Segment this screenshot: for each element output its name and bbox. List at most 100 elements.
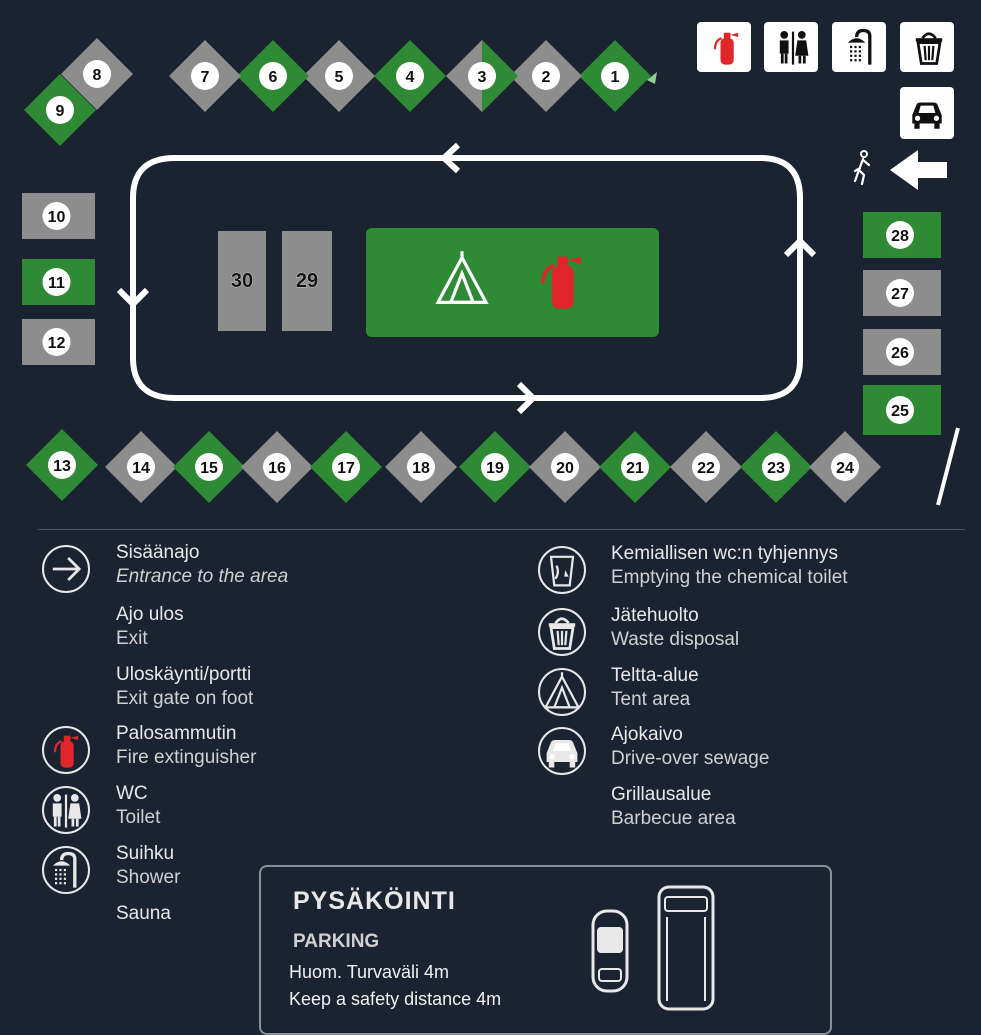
campsite-spot-13[interactable]: 13 [26, 429, 98, 501]
campsite-spot-6[interactable]: 6 [237, 40, 309, 112]
spot-label: 4 [406, 69, 415, 86]
pedestrian-icon [853, 150, 871, 186]
legend-label-fi: WC [116, 783, 148, 804]
campsite-spot-27[interactable]: 27 [863, 270, 941, 316]
campsite-spot-30[interactable]: 30 [218, 231, 266, 331]
campsite-spot-18[interactable]: 18 [385, 431, 457, 503]
campsite-spot-8[interactable]: 8 [61, 38, 133, 110]
legend-label-fi: Suihku [116, 843, 175, 864]
spot-label: 21 [626, 460, 644, 477]
campsite-spot-9[interactable]: 9 [24, 74, 96, 146]
arrow-right-icon [42, 545, 90, 593]
spot-label: 20 [556, 460, 574, 477]
tent-icon [538, 668, 586, 716]
spot-number-badge [621, 453, 649, 481]
spot-label: 7 [201, 69, 210, 86]
legend-label-fi: Kemiallisen wc:n tyhjennys [611, 543, 839, 564]
spot-label: 17 [337, 460, 355, 477]
parking-note-en: Keep a safety distance 4m [289, 989, 502, 1009]
legend-label-fi: Ajokaivo [611, 724, 683, 745]
legend-label-fi: Teltta-alue [611, 665, 699, 686]
spot-label: 30 [231, 270, 253, 292]
campsite-spot-1[interactable]: 1 [579, 40, 657, 112]
driving-loop-road [130, 155, 803, 401]
road-arrow-up [783, 236, 817, 258]
campsite-spot-29[interactable]: 29 [282, 231, 332, 331]
campsite-spot-25[interactable]: 25 [863, 385, 941, 435]
campsite-spot-3[interactable]: 3 [446, 40, 518, 112]
spot-label: 12 [48, 335, 66, 352]
parking-box: PYSÄKÖINTI PARKING Huom. Turvaväli 4m Ke… [259, 865, 832, 1035]
spot-label: 6 [269, 69, 278, 86]
spot-number-badge [886, 396, 914, 424]
spot-number-badge [692, 453, 720, 481]
waste-basket-icon [538, 608, 586, 656]
campsite-spot-28[interactable]: 28 [863, 212, 941, 258]
campsite-spot-22[interactable]: 22 [670, 431, 742, 503]
campsite-spot-5[interactable]: 5 [303, 40, 375, 112]
spot-label: 24 [836, 460, 854, 477]
van-top-view-icon [657, 885, 715, 1011]
spot-number-badge [42, 202, 71, 230]
legend-label-en: Fire extinguisher [116, 747, 257, 768]
legend-label-fi: Uloskäynti/portti [116, 664, 252, 685]
campsite-spot-15[interactable]: 15 [173, 431, 245, 503]
spot-label: 19 [486, 460, 504, 477]
spot-number-badge [407, 453, 435, 481]
tent-icon [435, 251, 489, 305]
tent-area [366, 228, 659, 337]
road-arrow-down [116, 287, 150, 309]
spot-label: 25 [891, 403, 909, 420]
legend-label-fi: Grillausalue [611, 784, 712, 805]
legend-label-en: Exit [116, 628, 148, 649]
campsite-spot-14[interactable]: 14 [105, 431, 177, 503]
campsite-spot-19[interactable]: 19 [459, 431, 531, 503]
spot-number-badge [532, 62, 560, 90]
spot-label: 27 [891, 286, 909, 303]
spot-label: 2 [542, 69, 551, 86]
spot-label: 26 [891, 345, 909, 362]
campsite-spot-23[interactable]: 23 [740, 431, 812, 503]
campsite-spot-2[interactable]: 2 [510, 40, 582, 112]
legend-item: Sauna [116, 902, 171, 926]
legend-label-fi: Jätehuolto [611, 605, 699, 626]
spot-number-badge [886, 338, 914, 366]
legend-label-en: Entrance to the area [116, 566, 289, 587]
parking-note-fi: Huom. Turvaväli 4m [289, 962, 450, 982]
campsite-spot-26[interactable]: 26 [863, 329, 941, 375]
spot-label: 14 [132, 460, 150, 477]
spot-number-badge [263, 453, 291, 481]
legend-label-en: Barbecue area [611, 808, 736, 829]
campsite-spot-7[interactable]: 7 [169, 40, 241, 112]
campsite-spot-10[interactable]: 10 [22, 193, 95, 239]
waste-basket-icon [900, 22, 954, 72]
campsite-spot-4[interactable]: 4 [374, 40, 446, 112]
spot-number-badge [127, 453, 155, 481]
spot-number-badge [195, 453, 223, 481]
car-icon [900, 87, 954, 139]
campsite-spot-24[interactable]: 24 [809, 431, 881, 503]
exit-gate-line [936, 427, 960, 506]
spot-number-badge [42, 328, 71, 356]
campsite-spot-12[interactable]: 12 [22, 319, 95, 365]
legend-label-fi: Sisäänajo [116, 542, 200, 563]
spot-number-badge [396, 62, 424, 90]
spot-label: 28 [891, 228, 909, 245]
spot-label: 8 [93, 67, 102, 84]
campsite-spot-21[interactable]: 21 [599, 431, 671, 503]
campsite-spot-17[interactable]: 17 [310, 431, 382, 503]
legend-label-en: Waste disposal [611, 629, 740, 650]
campsite-spot-11[interactable]: 11 [22, 259, 95, 305]
campsite-spot-16[interactable]: 16 [241, 431, 313, 503]
spot-label: 1 [611, 69, 620, 86]
legend-label-fi: Sauna [116, 903, 171, 924]
campsite-spot-20[interactable]: 20 [529, 431, 601, 503]
legend-label-en: Shower [116, 867, 181, 888]
